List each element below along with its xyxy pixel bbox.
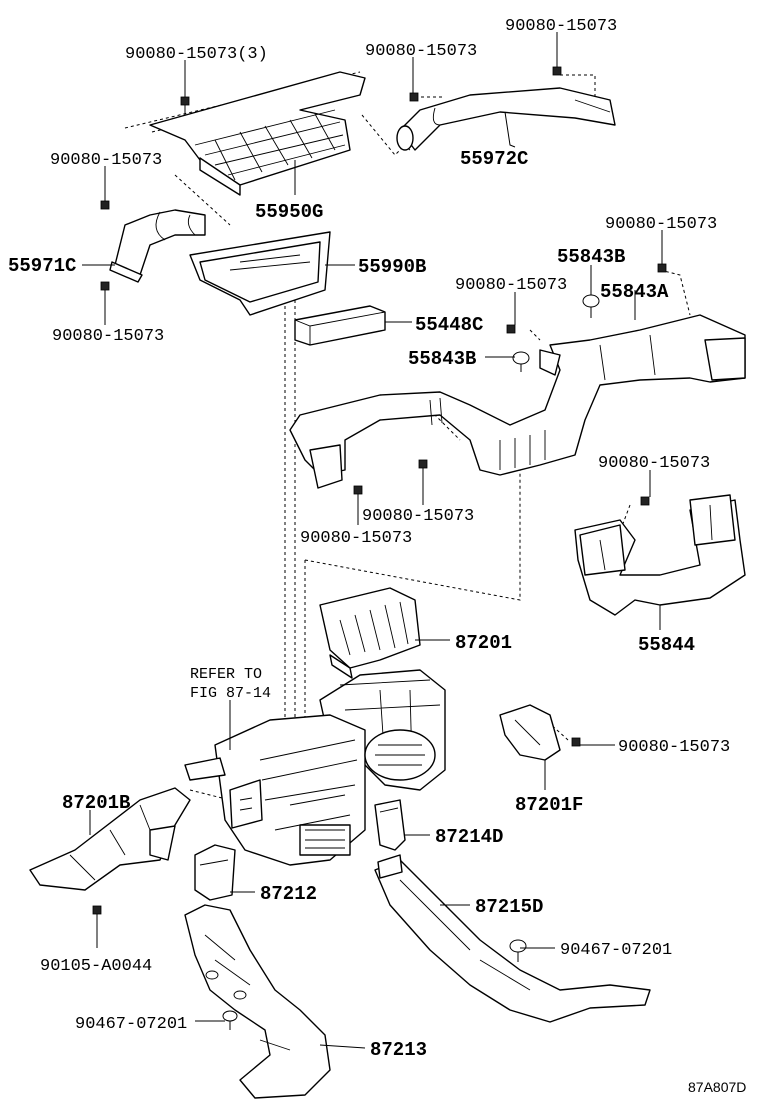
label-90080-15073: 90080-15073 [300, 529, 412, 548]
bolt-icon [552, 66, 562, 76]
bolt-icon [92, 905, 102, 915]
part-55843A [289, 314, 746, 489]
part-55990B [189, 231, 331, 316]
label-90080-15073-qty3: 90080-15073(3) [125, 45, 268, 64]
label-55971C: 55971C [8, 255, 76, 277]
part-55844 [574, 494, 746, 616]
bolt-icon [640, 496, 650, 506]
label-55950G: 55950G [255, 201, 323, 223]
label-87201: 87201 [455, 632, 512, 654]
label-90080-15073: 90080-15073 [505, 17, 617, 36]
clip-icon [509, 939, 527, 962]
part-87213 [184, 904, 331, 1099]
hvac-unit-main [184, 669, 446, 866]
label-55972C: 55972C [460, 148, 528, 170]
label-55843B: 55843B [408, 348, 476, 370]
label-90080-15073: 90080-15073 [455, 276, 567, 295]
clip-icon [222, 1010, 238, 1030]
label-90080-15073: 90080-15073 [52, 327, 164, 346]
refer-to-figure: FIG 87-14 [190, 685, 271, 702]
bolt-icon [506, 324, 516, 334]
part-labels: 90080-15073 90080-15073(3) 90080-15073 9… [8, 17, 746, 1095]
label-55448C: 55448C [415, 314, 483, 336]
bolt-icon [353, 485, 363, 495]
part-87215D [374, 854, 651, 1023]
label-87212: 87212 [260, 883, 317, 905]
label-87215D: 87215D [475, 896, 543, 918]
fasteners [92, 66, 667, 1030]
label-90080-15073: 90080-15073 [362, 507, 474, 526]
label-55844: 55844 [638, 634, 695, 656]
clip-icon [582, 294, 600, 318]
label-90080-15073: 90080-15073 [618, 738, 730, 757]
part-87214D [374, 799, 406, 851]
leader-lines [82, 32, 663, 1049]
bolt-icon [100, 281, 110, 291]
part-87201B [29, 787, 191, 891]
bolt-icon [409, 92, 419, 102]
label-90080-15073: 90080-15073 [50, 151, 162, 170]
refer-to-note: REFER TO [190, 666, 262, 683]
part-55950G [149, 71, 366, 196]
figure-code: 87A807D [688, 1079, 746, 1095]
part-87212 [194, 844, 236, 901]
label-90080-15073: 90080-15073 [598, 454, 710, 473]
label-90467-07201: 90467-07201 [560, 941, 672, 960]
label-90105-A0044: 90105-A0044 [40, 957, 152, 976]
label-90080-15073: 90080-15073 [605, 215, 717, 234]
clip-icon [512, 351, 530, 372]
label-90467-07201: 90467-07201 [75, 1015, 187, 1034]
label-87214D: 87214D [435, 826, 503, 848]
part-55971C [109, 209, 206, 283]
bolt-icon [418, 459, 428, 469]
label-87201B: 87201B [62, 792, 130, 814]
label-87213: 87213 [370, 1039, 427, 1061]
label-55843A: 55843A [600, 281, 669, 303]
part-87201 [319, 587, 421, 679]
label-90080-15073: 90080-15073 [365, 42, 477, 61]
bolt-icon [571, 737, 581, 747]
part-55972C [396, 87, 616, 151]
part-55448C [294, 305, 386, 346]
label-55990B: 55990B [358, 256, 426, 278]
label-87201F: 87201F [515, 794, 583, 816]
bolt-icon [180, 96, 190, 112]
bolt-icon [100, 200, 110, 210]
part-87201F [499, 704, 561, 761]
label-55843B: 55843B [557, 246, 625, 268]
bolt-icon [657, 263, 667, 273]
